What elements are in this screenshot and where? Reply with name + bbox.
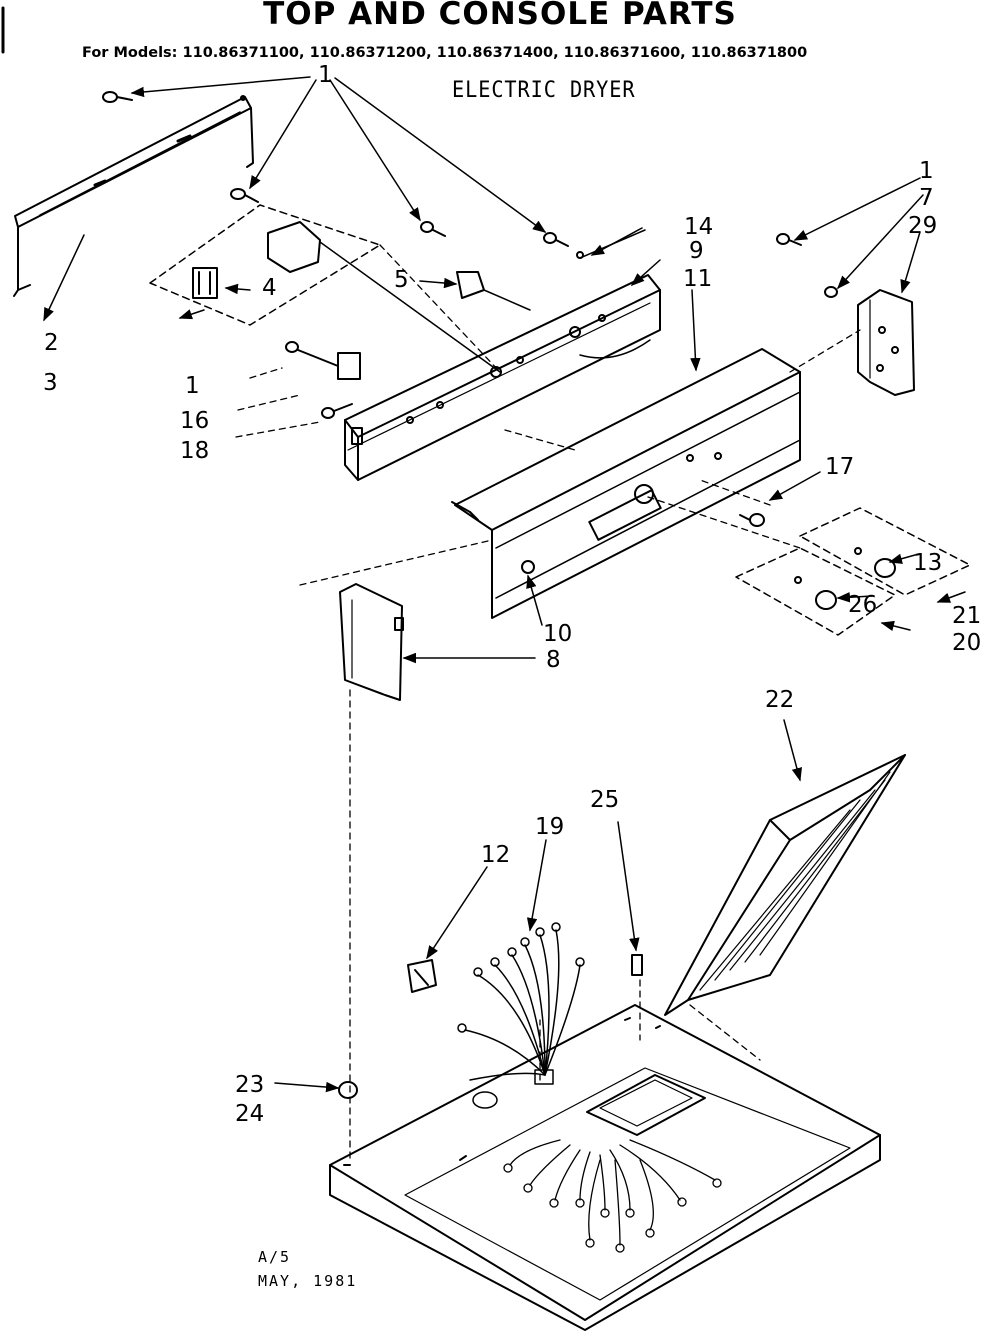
callout-label: 26: [848, 592, 877, 618]
callout-label: 24: [235, 1101, 264, 1127]
callout-label: 13: [913, 550, 942, 576]
plug-part: [339, 1082, 357, 1098]
screw-icon: [231, 189, 258, 202]
callout-label: 16: [180, 408, 209, 434]
callout-label: 4: [262, 275, 277, 301]
switch-part: [457, 272, 530, 310]
top-trim-strip: [14, 96, 253, 296]
callout-label: 20: [952, 630, 981, 656]
timer-switch-assembly: [150, 205, 500, 372]
wiring-harness: [458, 923, 584, 1108]
relay-part: [286, 342, 360, 418]
callout-label: 25: [590, 787, 619, 813]
clip-part: [632, 955, 642, 975]
callout-label: 29: [908, 213, 937, 239]
end-cap-right: [825, 287, 914, 395]
screw-icon: [421, 222, 445, 236]
callout-label: 23: [235, 1072, 264, 1098]
page-title: TOP AND CONSOLE PARTS: [263, 0, 737, 32]
callout-label: 22: [765, 687, 794, 713]
alignment-lines: [236, 245, 860, 1160]
callout-label: 1: [919, 158, 934, 184]
footer-code: A/5: [258, 1248, 292, 1266]
leader-arrows: [44, 77, 965, 1093]
callout-label: 14: [684, 214, 713, 240]
footer-date: MAY, 1981: [258, 1272, 358, 1290]
callout-label: 7: [919, 185, 934, 211]
model-numbers: For Models: 110.86371100, 110.86371200, …: [82, 45, 808, 61]
callout-label: 1: [318, 62, 333, 88]
callout-label: 3: [43, 370, 58, 396]
dryer-top-panel: [330, 1005, 880, 1330]
knob-group: [736, 508, 970, 635]
callout-label: 5: [394, 267, 409, 293]
panel-wiring: [504, 1140, 721, 1252]
callout-label: 10: [543, 621, 572, 647]
callout-label: 9: [689, 238, 704, 264]
screw-icon: [740, 514, 764, 526]
callout-label: 17: [825, 454, 854, 480]
callout-label: 11: [683, 266, 712, 292]
callout-label: 18: [180, 438, 209, 464]
callout-label: 2: [44, 330, 59, 356]
connector-block: [408, 960, 436, 992]
end-cap-left: [340, 584, 403, 700]
callout-label: 21: [952, 603, 981, 629]
console-housing: [452, 349, 800, 618]
callout-label: 1: [185, 373, 200, 399]
callout-label: 8: [546, 647, 561, 673]
lint-screen: [665, 755, 905, 1015]
screw-icon: [544, 233, 568, 246]
callout-labels: 1 2 3 4 5 1 16 18 14 9 11 1 7 29 17 13 2…: [43, 62, 981, 1127]
control-panel: [345, 230, 660, 480]
diagram-subtitle: ELECTRIC DRYER: [452, 78, 636, 103]
callout-label: 12: [481, 842, 510, 868]
screw-icon: [103, 92, 132, 102]
callout-label: 19: [535, 814, 564, 840]
screw-icon: [777, 234, 801, 245]
